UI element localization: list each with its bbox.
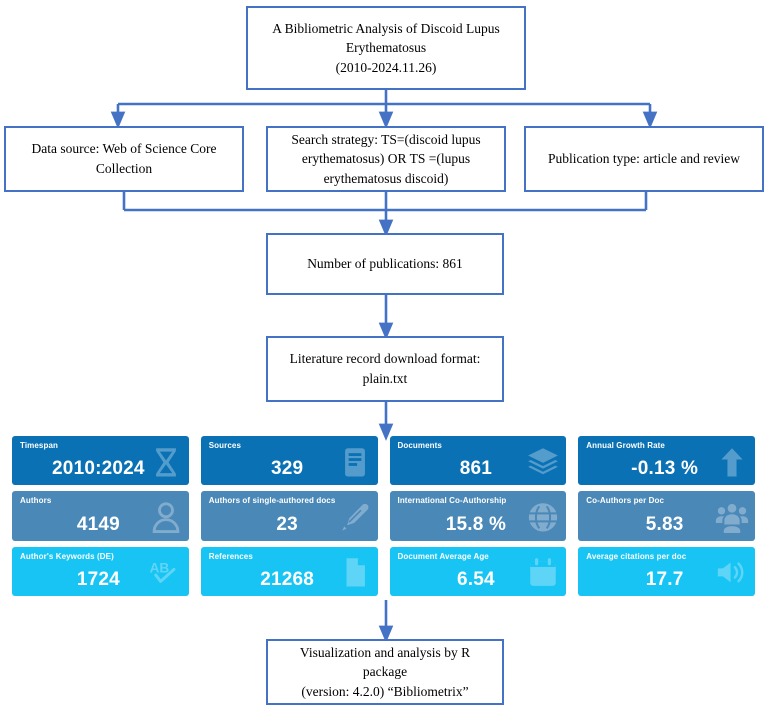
stat-card: Document Average Age 6.54 — [389, 546, 567, 596]
book-icon — [338, 445, 372, 479]
stat-card: Co-Authors per Doc 5.83 — [578, 491, 755, 541]
title-line-1: A Bibliometric Analysis of Discoid Lupus — [272, 20, 500, 36]
stat-card-label: Sources — [208, 441, 242, 450]
visualization-line-1: Visualization and analysis by R package — [299, 644, 471, 680]
stat-card: References 21268 — [200, 546, 378, 596]
stat-card: Documents 861 — [389, 436, 567, 486]
stat-card-label: Authors of single-authored docs — [208, 496, 336, 506]
ab-check-icon: AB — [149, 556, 183, 590]
stat-card-label: Authors — [20, 496, 52, 506]
stat-card: Timespan 2010:2024 — [12, 436, 189, 486]
arrow-up-icon — [715, 445, 749, 479]
visualization-box: Visualization and analysis by R package … — [266, 639, 504, 705]
megaphone-icon — [715, 556, 749, 590]
stat-card-value: 2010:2024 — [52, 458, 145, 480]
stat-card-label: Annual Growth Rate — [586, 441, 665, 450]
download-format-line-2: plain.txt — [362, 371, 408, 386]
stat-card-label: References — [208, 551, 253, 561]
stat-card-label: Documents — [397, 441, 442, 450]
calendar-icon — [526, 556, 560, 590]
svg-text:AB: AB — [149, 561, 169, 576]
stat-card-value: 5.83 — [645, 513, 684, 535]
stat-card-label: Average citations per doc — [586, 551, 687, 561]
stat-card-label: Timespan — [20, 441, 58, 450]
stat-card: Average citations per doc 17.7 — [578, 546, 755, 596]
download-format-line-1: Literature record download format: — [289, 351, 481, 367]
number-of-publications-line-1: Number of publications: 861 — [307, 256, 463, 272]
search-strategy-box: Search strategy: TS=(discoid lupus eryth… — [266, 126, 506, 192]
stat-card-label: Author's Keywords (DE) — [20, 551, 114, 561]
stat-card-value: 21268 — [260, 568, 315, 590]
globe-icon — [526, 500, 560, 534]
stat-card-value: 1724 — [76, 568, 120, 590]
stat-card-value: -0.13 % — [631, 458, 699, 480]
title-line-2: Erythematosus — [345, 40, 427, 56]
stat-card-value: 17.7 — [645, 568, 684, 590]
download-format-box: Literature record download format: plain… — [266, 336, 504, 402]
data-source-box: Data source: Web of Science Core Collect… — [4, 126, 244, 192]
publication-type-line-1: Publication type: article and review — [548, 151, 740, 167]
hourglass-icon — [149, 445, 183, 479]
stat-card-value: 15.8 % — [445, 513, 507, 535]
stat-card: Annual Growth Rate -0.13 % — [578, 436, 755, 486]
stat-card: Author's Keywords (DE) 1724 AB — [12, 546, 189, 596]
stat-card: Sources 329 — [200, 436, 378, 486]
stat-card-label: International Co-Authorship — [397, 496, 507, 506]
data-source-line-1: Data source: Web of Science Core — [31, 141, 217, 157]
search-strategy-line-2: erythematosus) OR TS =(lupus — [301, 151, 471, 167]
person-icon — [149, 500, 183, 534]
stat-card-value: 861 — [459, 458, 493, 480]
stat-card: International Co-Authorship 15.8 % — [389, 491, 567, 541]
title-line-3: (2010-2024.11.26) — [335, 59, 437, 75]
people-group-icon — [715, 500, 749, 534]
stat-card: Authors 4149 — [12, 491, 189, 541]
pen-icon — [338, 500, 372, 534]
visualization-line-2: (version: 4.2.0) “Bibliometrix” — [301, 683, 469, 699]
stat-card-value: 329 — [270, 458, 304, 480]
stat-card-label: Document Average Age — [397, 551, 489, 561]
document-icon — [338, 556, 372, 590]
stat-card-value: 6.54 — [456, 568, 495, 590]
title-box: A Bibliometric Analysis of Discoid Lupus… — [246, 6, 526, 90]
stat-card: Authors of single-authored docs 23 — [200, 491, 378, 541]
search-strategy-line-1: Search strategy: TS=(discoid lupus — [291, 131, 481, 147]
data-source-line-2: Collection — [95, 161, 153, 176]
number-of-publications-box: Number of publications: 861 — [266, 233, 504, 295]
search-strategy-line-3: erythematosus discoid) — [323, 170, 449, 186]
layers-icon — [526, 445, 560, 479]
stat-card-value: 4149 — [76, 513, 120, 535]
stat-card-label: Co-Authors per Doc — [586, 496, 665, 506]
publication-type-box: Publication type: article and review — [524, 126, 764, 192]
stat-card-value: 23 — [276, 513, 298, 535]
